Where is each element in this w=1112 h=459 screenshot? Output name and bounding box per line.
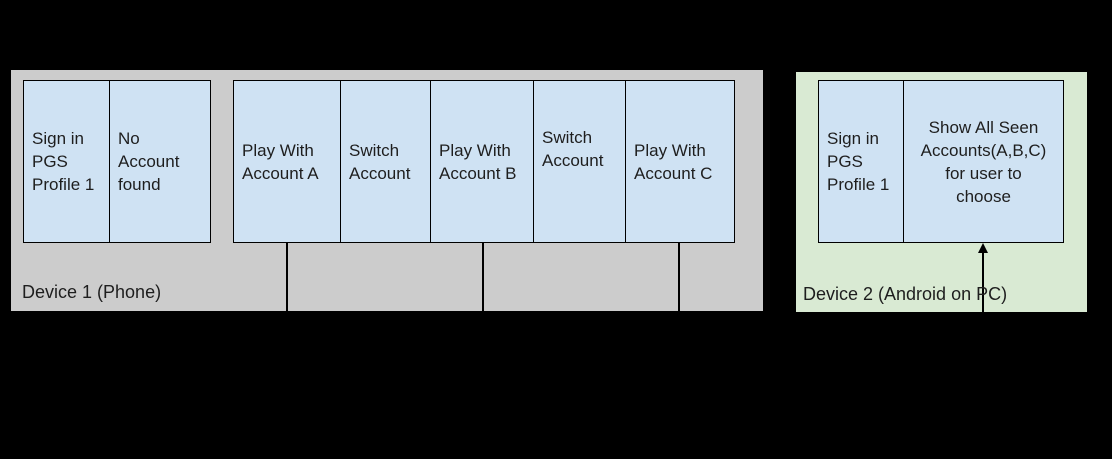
box-switch-account-1: Switch Account <box>340 80 431 243</box>
box-play-with-account-a: Play With Account A <box>233 80 341 243</box>
box-label: Switch Account <box>542 127 604 170</box>
box-label: Show All Seen Accounts(A,B,C) for user t… <box>920 117 1047 206</box>
box-label: Play With Account A <box>242 140 319 183</box>
play-flow: Play With Account A Switch Account Play … <box>233 80 735 243</box>
box-sign-in-pgs-profile-1: Sign in PGS Profile 1 <box>23 80 110 243</box>
box-label: Switch Account <box>349 140 411 183</box>
box-label: No Account found <box>118 129 180 194</box>
signin-flow: Sign in PGS Profile 1 No Account found <box>23 80 211 243</box>
device2-label: Device 2 (Android on PC) <box>803 284 1008 304</box>
box-label: Play With Account B <box>439 140 517 183</box>
box-play-with-account-b: Play With Account B <box>430 80 534 243</box>
box-label: Play With Account C <box>634 140 713 183</box>
connector-line-account-b <box>482 243 484 311</box>
device2-flow: Sign in PGS Profile 1 Show All Seen Acco… <box>818 80 1064 243</box>
arrow-up-icon <box>978 243 988 253</box>
box-label: Sign in PGS Profile 1 <box>32 129 95 194</box>
box-no-account-found: No Account found <box>109 80 211 243</box>
device1-label: Device 1 (Phone) <box>22 282 162 302</box>
arrow-connector-line <box>982 252 984 312</box>
connector-line-account-a <box>286 243 288 311</box>
box-sign-in-pgs-profile-1-device2: Sign in PGS Profile 1 <box>818 80 904 243</box>
device1-container: Sign in PGS Profile 1 No Account found P… <box>11 70 763 311</box>
box-show-all-seen-accounts: Show All Seen Accounts(A,B,C) for user t… <box>903 80 1064 243</box>
box-play-with-account-c: Play With Account C <box>625 80 735 243</box>
box-switch-account-2: Switch Account <box>533 80 626 243</box>
device2-container: Sign in PGS Profile 1 Show All Seen Acco… <box>796 72 1087 312</box>
connector-line-account-c <box>678 243 680 311</box>
box-label: Sign in PGS Profile 1 <box>827 129 890 194</box>
